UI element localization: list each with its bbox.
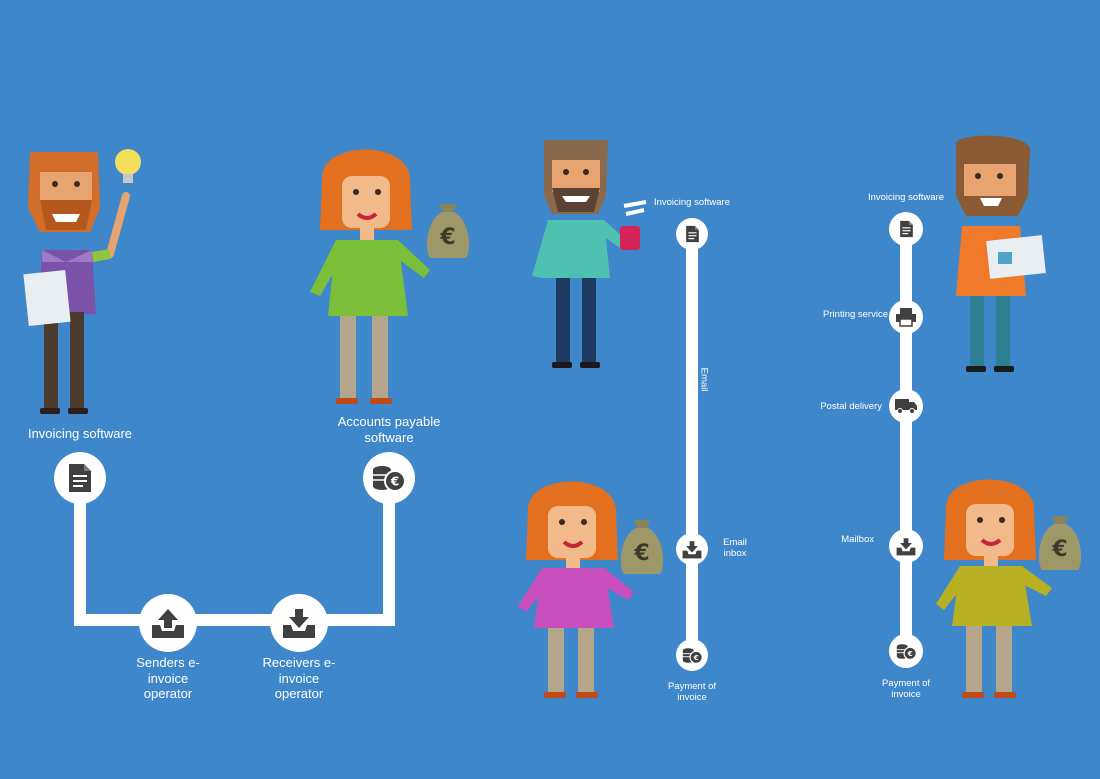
document-icon <box>69 464 91 492</box>
postal-mailbox-node <box>889 529 923 563</box>
einvoice-receiver-label: Accounts payable software <box>337 414 441 445</box>
coins-euro-icon: € <box>373 466 406 492</box>
postal-start-label: Invoicing software <box>867 192 945 203</box>
postal-delivery-node <box>889 389 923 423</box>
email-end-node: € <box>676 639 708 671</box>
postal-printing-label: Printing service <box>823 309 888 320</box>
email-inbox-label: Email inbox <box>723 537 747 560</box>
email-start-label: Invoicing software <box>653 197 731 208</box>
einvoice-sender-operator-node <box>139 594 197 652</box>
svg-text:€: € <box>906 649 912 658</box>
woman-olive-moneybag-figure <box>936 479 1082 698</box>
coins-euro-icon: € <box>896 643 917 660</box>
man-with-mug-figure <box>532 140 647 368</box>
email-channel-label: Email <box>698 367 710 392</box>
svg-text:€: € <box>692 653 698 662</box>
einvoice-receiver-operator-label: Receivers e-invoice operator <box>262 655 336 702</box>
postal-end-node: € <box>889 634 923 668</box>
truck-icon <box>895 399 917 414</box>
upload-tray-icon <box>152 609 184 638</box>
postal-printing-node <box>889 300 923 334</box>
download-tray-icon <box>283 609 315 638</box>
email-start-node <box>676 218 708 250</box>
man-with-lightbulb-figure <box>23 149 141 414</box>
document-icon <box>899 220 913 238</box>
einvoice-receiver-operator-node <box>270 594 328 652</box>
man-with-newspaper-figure <box>956 135 1046 372</box>
coins-euro-icon: € <box>682 647 703 664</box>
email-end-label: Payment of invoice <box>667 681 717 704</box>
postal-mailbox-label: Mailbox <box>841 534 874 545</box>
einvoice-sender-operator-label: Senders e-invoice operator <box>136 655 200 702</box>
postal-start-node <box>889 212 923 246</box>
woman-pink-moneybag-figure <box>518 481 664 698</box>
woman-with-moneybag-figure <box>310 149 470 404</box>
download-tray-icon <box>896 537 916 555</box>
postal-delivery-label: Postal delivery <box>820 401 882 412</box>
einvoice-receiver-node: € <box>363 452 415 504</box>
postal-end-label: Payment of invoice <box>881 678 931 701</box>
download-tray-icon <box>682 540 702 558</box>
printer-icon <box>896 308 916 327</box>
document-icon <box>685 225 699 243</box>
email-inbox-node <box>676 533 708 565</box>
einvoice-sender-label: Invoicing software <box>27 426 133 441</box>
einvoice-sender-node <box>54 452 106 504</box>
flow-lines <box>74 228 912 655</box>
einvoice-flow-line <box>74 478 395 626</box>
svg-text:€: € <box>390 475 399 489</box>
